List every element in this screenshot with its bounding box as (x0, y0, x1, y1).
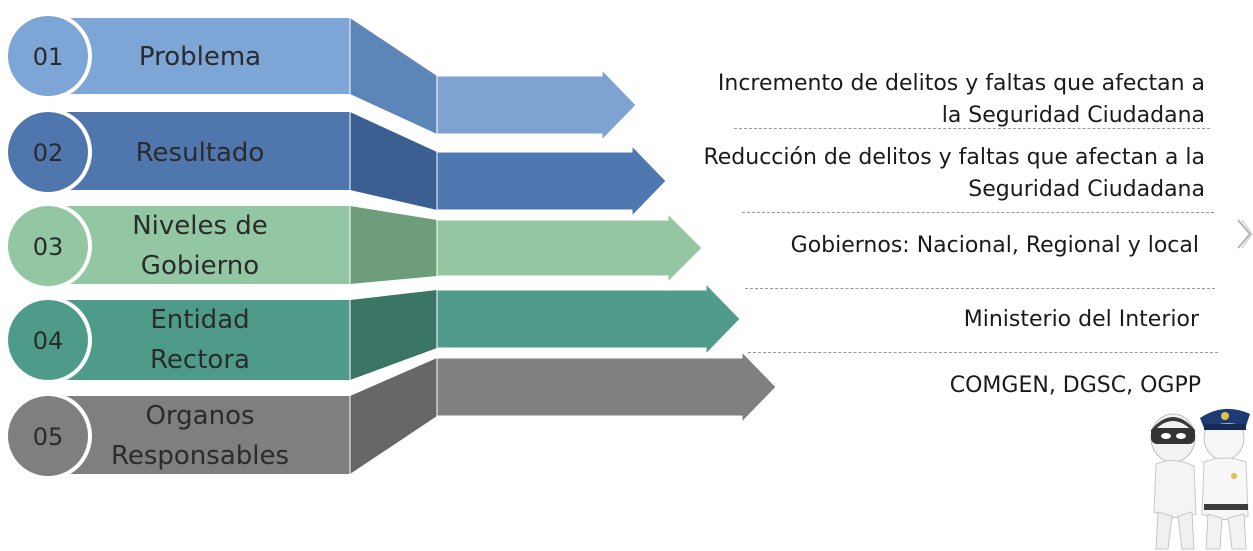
description-01-line-2: la Seguridad Ciudadana (941, 103, 1205, 128)
step-02-circle (8, 112, 88, 192)
step-04-arrow (436, 282, 741, 356)
step-04-bar (44, 300, 350, 380)
step-04-label-line-1: Entidad (150, 305, 249, 335)
step-02-number: 02 (33, 139, 64, 167)
step-04-label-line-2: Rectora (150, 345, 250, 375)
step-04-number: 04 (33, 327, 64, 355)
step-01-circle (8, 16, 88, 96)
step-03-number: 03 (33, 233, 64, 261)
step-01-arrow (436, 68, 637, 142)
separator-3 (745, 288, 1215, 289)
description-03: Gobiernos: Nacional, Regional y local (791, 230, 1199, 262)
step-02-label: Resultado (136, 138, 265, 168)
step-01-connector (350, 18, 437, 134)
step-02-arrow (436, 144, 667, 218)
thief-and-police-icon (1150, 408, 1250, 550)
step-03-connector (350, 206, 437, 284)
description-02: Reducción de delitos y faltas que afecta… (703, 142, 1205, 206)
step-02-bar (44, 112, 350, 190)
step-05-bar (44, 396, 350, 474)
separator-4 (748, 352, 1218, 353)
description-01-line-1: Incremento de delitos y faltas que afect… (717, 71, 1205, 96)
step-05-circle (8, 396, 88, 476)
chevron-right-icon[interactable] (1236, 214, 1253, 254)
step-01-bar (44, 18, 350, 94)
description-02-line-1: Reducción de delitos y faltas que afecta… (703, 145, 1205, 170)
step-01-label: Problema (139, 42, 261, 72)
police-figure (1200, 408, 1250, 550)
step-02: 02 Resultado (4, 108, 667, 218)
description-05: COMGEN, DGSC, OGPP (950, 370, 1201, 402)
step-05-label-line-2: Responsables (111, 441, 289, 471)
description-05-line-1: COMGEN, DGSC, OGPP (949, 373, 1201, 398)
separator-1 (734, 128, 1210, 129)
description-02-line-2: Seguridad Ciudadana (968, 177, 1205, 202)
thief-figure (1150, 413, 1197, 550)
description-04: Ministerio del Interior (964, 304, 1199, 336)
step-03-bar (44, 206, 350, 284)
step-03-circle (8, 206, 88, 286)
description-01: Incremento de delitos y faltas que afect… (718, 68, 1205, 132)
description-04-line-1: Ministerio del Interior (963, 307, 1199, 332)
step-03-label-line-2: Gobierno (141, 251, 259, 281)
step-05-connector (350, 358, 437, 474)
step-03: 03 Niveles de Gobierno (4, 202, 703, 290)
step-03-label-line-1: Niveles de (132, 211, 268, 241)
step-04-connector (350, 290, 437, 380)
separator-2 (742, 212, 1214, 213)
step-02-connector (350, 112, 437, 210)
step-05-label-line-1: Organos (145, 401, 254, 431)
step-05-arrow (436, 350, 777, 424)
step-01: 01 Problema (4, 12, 637, 142)
step-05-number: 05 (33, 423, 64, 451)
description-03-line-1: Gobiernos: Nacional, Regional y local (790, 233, 1199, 258)
step-03-arrow (436, 212, 703, 284)
step-04-circle (8, 300, 88, 380)
step-01-number: 01 (33, 43, 64, 71)
